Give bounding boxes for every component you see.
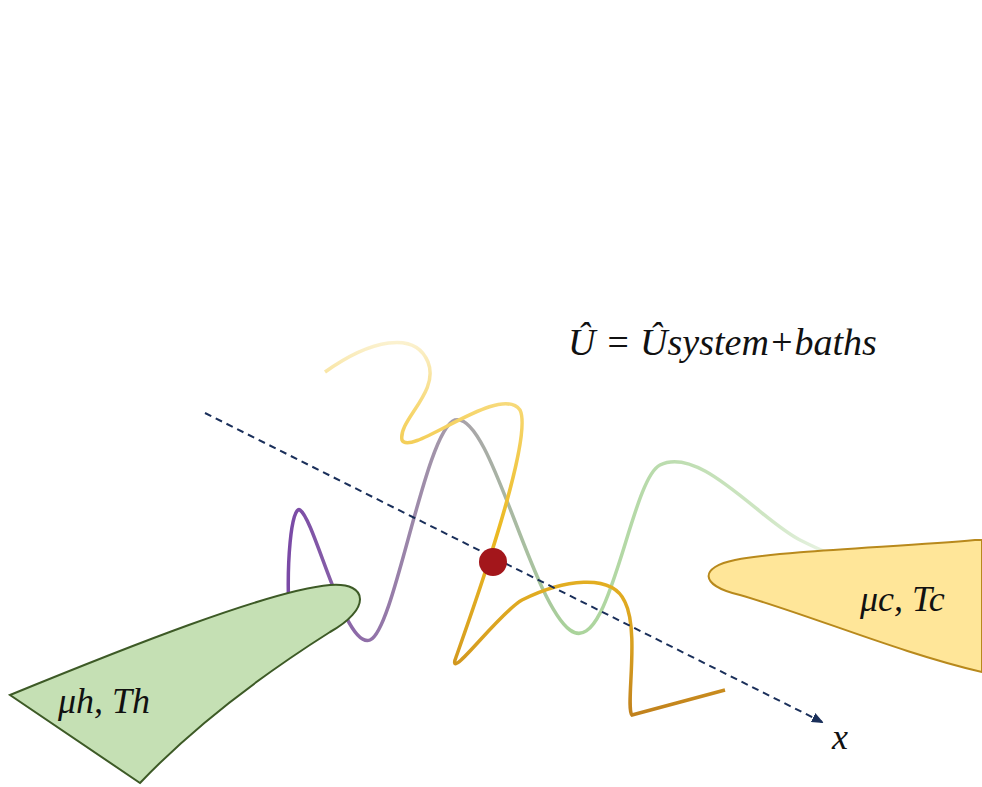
equation-label: Û = Ûsystem+baths <box>568 322 877 364</box>
bath-region: μc, Tc <box>700 535 982 675</box>
bath-label: μh, Th <box>58 682 150 722</box>
bath-label: μc, Tc <box>860 580 945 620</box>
wave-a <box>288 420 850 641</box>
bath-outline <box>0 570 372 787</box>
axis-label: x <box>832 718 848 758</box>
bath-region: μh, Th <box>0 570 372 787</box>
particle-dot <box>479 548 507 576</box>
wave-b <box>325 342 725 715</box>
